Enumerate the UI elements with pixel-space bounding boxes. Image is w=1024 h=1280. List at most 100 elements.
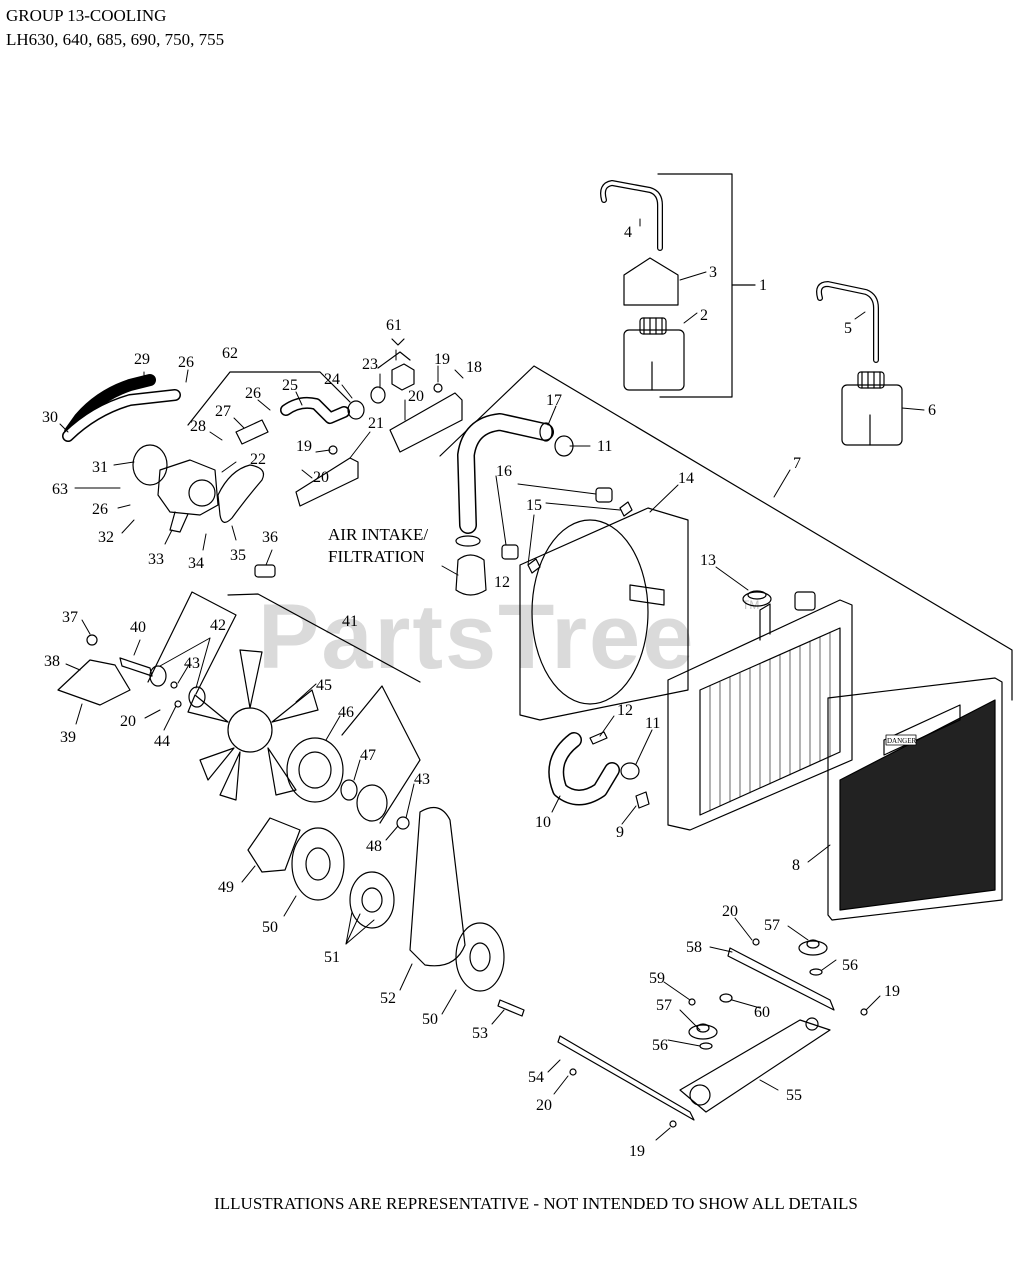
part-11-lower-clamp — [620, 762, 640, 780]
callout-29: 29 — [134, 351, 150, 368]
callout-19-c: 19 — [884, 983, 900, 1000]
callout-1: 1 — [759, 277, 767, 294]
radiator-warning-tag: DANGER — [887, 737, 916, 745]
part-60-nut — [719, 993, 733, 1003]
thermostat-housing — [455, 554, 487, 596]
part-13-radiator-cap — [742, 591, 772, 607]
part-55-crossmember — [679, 1017, 831, 1113]
callout-57-b: 57 — [656, 997, 672, 1014]
callout-41: 41 — [342, 613, 358, 630]
callout-34: 34 — [188, 555, 204, 572]
callout-26-c: 26 — [92, 501, 108, 518]
part-3-label-card — [623, 257, 679, 306]
part-12-clamp — [589, 731, 608, 745]
callout-20-b: 20 — [313, 469, 329, 486]
callout-33: 33 — [148, 551, 164, 568]
filtration-label: FILTRATION — [328, 547, 425, 566]
callout-20-d: 20 — [722, 903, 738, 920]
callout-26: 26 — [245, 385, 261, 402]
callout-18: 18 — [466, 359, 482, 376]
callout-32: 32 — [98, 529, 114, 546]
group-41-bracket — [227, 593, 421, 683]
callout-17: 17 — [546, 392, 562, 409]
part-8-screen — [827, 677, 1003, 921]
callout-25: 25 — [282, 377, 298, 394]
part-18-bracket — [389, 392, 463, 453]
part-35-belt — [217, 464, 265, 523]
part-15-clip — [619, 501, 633, 517]
callout-56-b: 56 — [652, 1037, 668, 1054]
callout-20-c: 20 — [120, 713, 136, 730]
part-14-fan-shroud — [519, 507, 689, 721]
callout-4: 4 — [624, 224, 632, 241]
callout-3: 3 — [709, 264, 717, 281]
part-46-pulley — [286, 737, 344, 803]
callout-47: 47 — [360, 747, 376, 764]
part-45-fan — [187, 649, 319, 801]
callout-10: 10 — [535, 814, 551, 831]
part-21-bracket — [295, 457, 359, 507]
part-16-mounts — [501, 487, 613, 560]
callout-45: 45 — [316, 677, 332, 694]
part-57-mount — [688, 939, 828, 1040]
callout-44: 44 — [154, 733, 170, 750]
part-38-bracket — [57, 659, 131, 706]
callout-6: 6 — [928, 402, 936, 419]
callout-13: 13 — [700, 552, 716, 569]
part-33-water-pump — [157, 459, 219, 533]
callout-27: 27 — [215, 403, 231, 420]
group-62-bracket — [187, 371, 351, 426]
callout-61: 61 — [386, 317, 402, 334]
group-61-bracket — [377, 351, 411, 369]
part-61-fitting — [391, 363, 415, 391]
callout-46: 46 — [338, 704, 354, 721]
kit-bracket-1 — [657, 173, 756, 398]
part-54-rail — [557, 1035, 695, 1121]
callout-63: 63 — [52, 481, 68, 498]
radiator-core — [667, 591, 853, 831]
callout-58: 58 — [686, 939, 702, 956]
diagram-disclaimer: ILLUSTRATIONS ARE REPRESENTATIVE - NOT I… — [214, 1194, 858, 1213]
part-9-drain — [635, 791, 650, 809]
callout-49: 49 — [218, 879, 234, 896]
callout-59: 59 — [649, 970, 665, 987]
part-50-pulley-upper — [291, 827, 345, 901]
callout-15: 15 — [526, 497, 542, 514]
callout-20: 20 — [408, 388, 424, 405]
watermark: PartsTree — [258, 586, 696, 688]
callout-43: 43 — [184, 655, 200, 672]
part-36-clip — [254, 564, 276, 578]
callout-39: 39 — [60, 729, 76, 746]
callout-23: 23 — [362, 356, 378, 373]
callout-53: 53 — [472, 1025, 488, 1042]
callout-52: 52 — [380, 990, 396, 1007]
callout-20-e: 20 — [536, 1097, 552, 1114]
callout-22: 22 — [250, 451, 266, 468]
part-50-pulley-lower — [455, 922, 505, 992]
callout-2: 2 — [700, 307, 708, 324]
callout-54: 54 — [528, 1069, 544, 1086]
callout-37: 37 — [62, 609, 78, 626]
diagram-model-list: LH630, 640, 685, 690, 750, 755 — [6, 30, 225, 49]
callout-51: 51 — [324, 949, 340, 966]
callout-14: 14 — [678, 470, 694, 487]
callout-16: 16 — [496, 463, 512, 480]
part-53-bolt — [497, 999, 525, 1017]
part-40-bolt — [119, 657, 153, 677]
air-intake-label: AIR INTAKE/ — [328, 525, 428, 544]
callout-21: 21 — [368, 415, 384, 432]
callout-26-b: 26 — [178, 354, 194, 371]
callout-38: 38 — [44, 653, 60, 670]
callout-8: 8 — [792, 857, 800, 874]
part-51-pulley — [349, 871, 395, 929]
callout-11: 11 — [597, 438, 612, 455]
callout-56: 56 — [842, 957, 858, 974]
part-2-overflow-bottle — [623, 317, 685, 391]
diagram-group-title: GROUP 13-COOLING — [6, 6, 167, 25]
part-31-gasket — [132, 444, 168, 486]
callout-36: 36 — [262, 529, 278, 546]
callout-50-b: 50 — [422, 1011, 438, 1028]
callout-19-b: 19 — [296, 438, 312, 455]
part-29-30-hose — [64, 374, 156, 438]
callout-9: 9 — [616, 824, 624, 841]
